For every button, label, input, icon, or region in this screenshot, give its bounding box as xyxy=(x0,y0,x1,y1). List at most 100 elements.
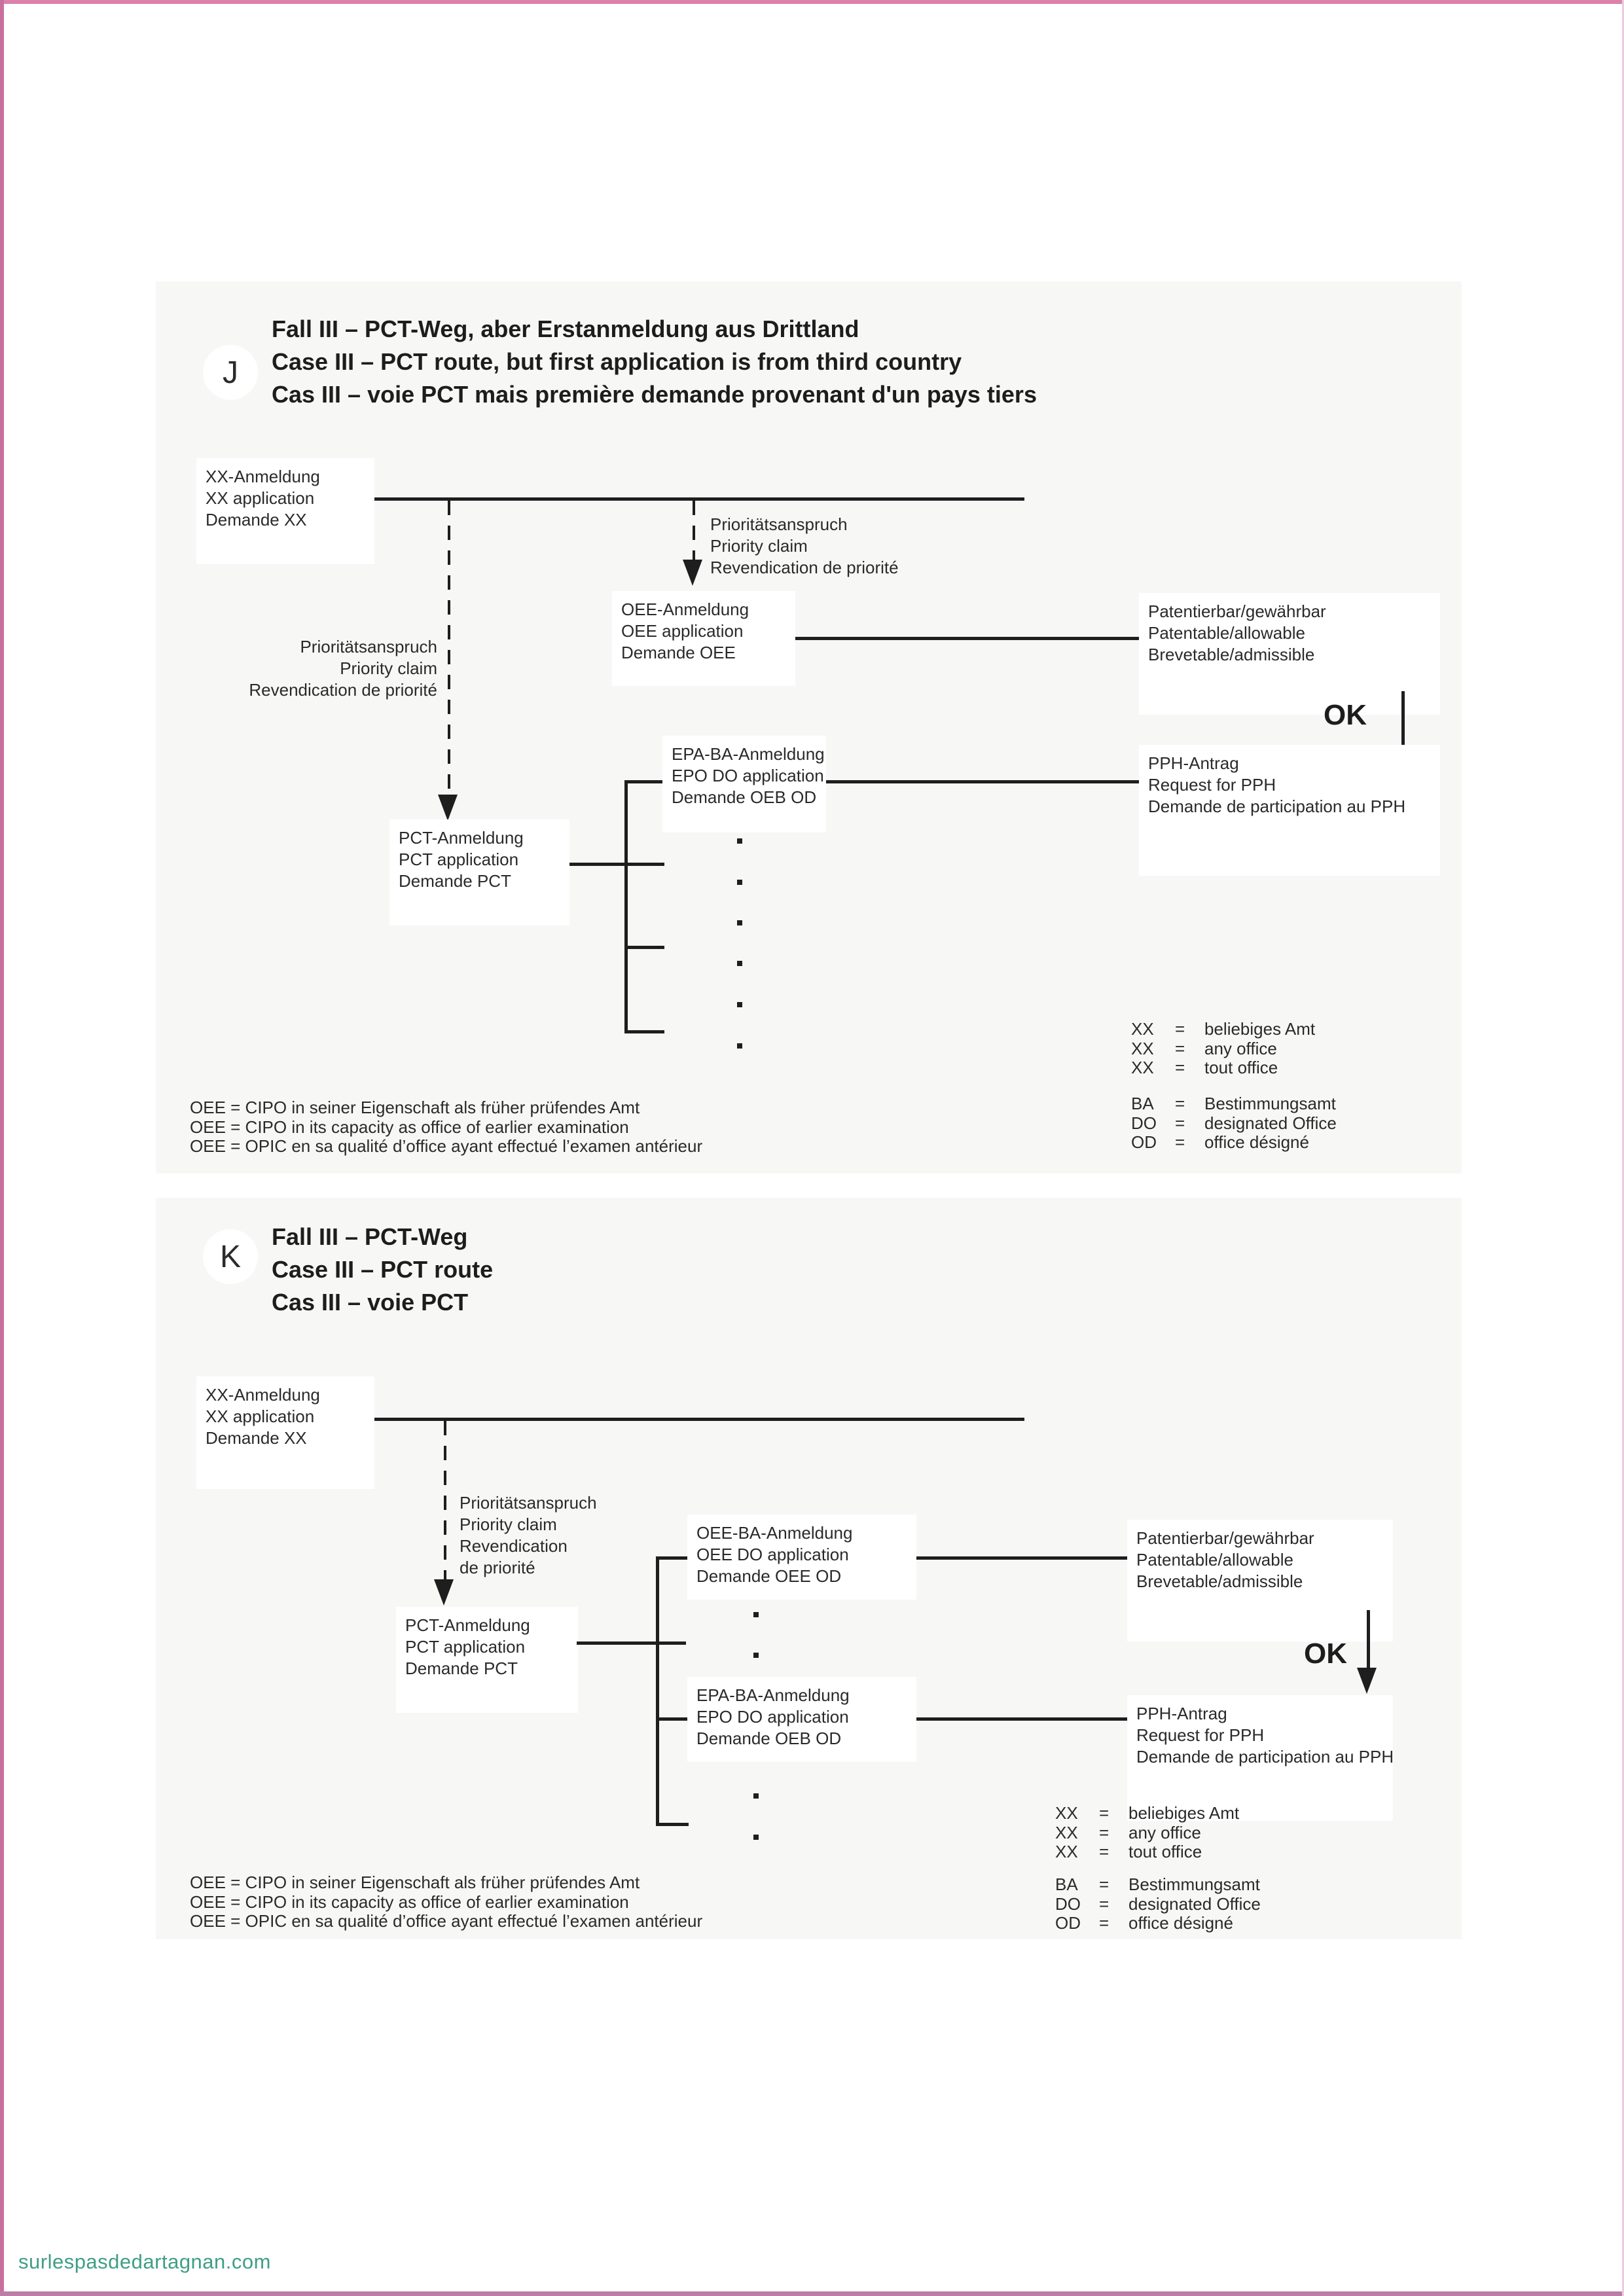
legend-label: any office xyxy=(1128,1822,1201,1842)
label-priority-claim-k: Prioritätsanspruch Priority claim Revend… xyxy=(460,1492,597,1579)
label-line: Priority claim xyxy=(460,1515,557,1534)
ellipsis-dot xyxy=(737,920,742,925)
node-line: XX application xyxy=(206,1407,315,1426)
label-line: Priority claim xyxy=(710,536,808,556)
node-line: EPO DO application xyxy=(672,766,824,785)
legend-eq: = xyxy=(1175,1132,1185,1152)
label-line: Prioritätsanspruch xyxy=(460,1493,597,1513)
label-line: Prioritätsanspruch xyxy=(710,514,848,534)
legend-label: tout office xyxy=(1128,1842,1202,1861)
arrow-down-icon xyxy=(1357,1668,1377,1694)
node-line: OEE DO application xyxy=(696,1545,849,1564)
node-pct-application-k: PCT-Anmeldung PCT application Demande PC… xyxy=(396,1607,578,1713)
line-oee-to-patentable-j xyxy=(795,637,1139,640)
legend-abbr: XX xyxy=(1131,1058,1154,1077)
bracket-stub-top-j xyxy=(624,780,662,783)
legend-label: any office xyxy=(1204,1038,1277,1058)
scan-border-bottom xyxy=(0,2291,1624,2296)
node-line: EPO DO application xyxy=(696,1707,849,1727)
line-epa-to-pph-j xyxy=(826,780,1139,783)
legend-row: DO=designated Office xyxy=(1055,1893,1261,1914)
node-line: EPA-BA-Anmeldung xyxy=(672,744,825,764)
node-line: OEE application xyxy=(621,621,744,641)
legend-row: XX = beliebiges Amt xyxy=(1131,1019,1316,1039)
node-oee-ba-application-k: OEE-BA-Anmeldung OEE DO application Dema… xyxy=(687,1515,916,1600)
legend-designated-k: BA=Bestimmungsamt DO=designated Office O… xyxy=(1055,1874,1261,1933)
node-line: PPH-Antrag xyxy=(1136,1704,1227,1723)
legend-abbr: BA xyxy=(1055,1874,1078,1894)
node-line: PCT-Anmeldung xyxy=(399,828,524,848)
node-oee-application-j: OEE-Anmeldung OEE application Demande OE… xyxy=(612,591,795,686)
footnote-line: OEE = CIPO in its capacity as office of … xyxy=(190,1892,629,1912)
legend-row: XX = tout office xyxy=(1055,1842,1239,1862)
node-line: Patentierbar/gewährbar xyxy=(1136,1528,1314,1548)
bracket-stub-bottom-j xyxy=(624,1030,664,1033)
legend-eq: = xyxy=(1099,1803,1110,1823)
legend-abbr: XX xyxy=(1055,1842,1078,1861)
node-xx-application-k: XX-Anmeldung XX application Demande XX xyxy=(196,1376,374,1489)
node-line: Patentable/allowable xyxy=(1136,1550,1293,1570)
legend-abbr: DO xyxy=(1055,1893,1081,1914)
label-priority-claim-left-j: Prioritätsanspruch Priority claim Revend… xyxy=(236,636,437,701)
legend-designated-j: BA=Bestimmungsamt DO=designated Office O… xyxy=(1131,1094,1337,1153)
node-line: Request for PPH xyxy=(1136,1725,1265,1745)
label-line: de priorité xyxy=(460,1558,535,1577)
footnote-line: OEE = CIPO in seiner Eigenschaft als frü… xyxy=(190,1873,640,1892)
ok-label-j: OK xyxy=(1324,699,1367,731)
node-line: Demande de participation au PPH xyxy=(1148,797,1406,816)
legend-abbr: OD xyxy=(1055,1913,1081,1933)
node-line: PCT-Anmeldung xyxy=(405,1615,530,1635)
footnotes-oee-k: OEE = CIPO in seiner Eigenschaft als frü… xyxy=(190,1873,702,1931)
legend-label: beliebiges Amt xyxy=(1204,1019,1316,1039)
bracket-stub-mid-k xyxy=(656,1717,687,1721)
legend-eq: = xyxy=(1175,1038,1185,1058)
dashed-priority-line-oee-j xyxy=(693,501,695,562)
node-pct-application-j: PCT-Anmeldung PCT application Demande PC… xyxy=(389,819,569,925)
panel-k-title-en: Case III – PCT route xyxy=(272,1256,494,1283)
legend-eq: = xyxy=(1175,1019,1185,1039)
legend-abbr: DO xyxy=(1131,1113,1157,1133)
label-line: Prioritätsanspruch xyxy=(300,637,437,656)
legend-abbr: BA xyxy=(1131,1094,1154,1113)
legend-eq: = xyxy=(1099,1842,1110,1861)
panel-j-title-de: Fall III – PCT-Weg, aber Erstanmeldung a… xyxy=(272,315,859,342)
bracket-line-j xyxy=(624,780,628,1033)
node-line: OEE-BA-Anmeldung xyxy=(696,1523,853,1543)
panel-k-title-de: Fall III – PCT-Weg xyxy=(272,1223,468,1250)
line-pct-to-bracket-j xyxy=(568,863,664,866)
footnote-line: OEE = CIPO in its capacity as office of … xyxy=(190,1117,629,1137)
node-line: PCT application xyxy=(405,1637,526,1657)
node-line: EPA-BA-Anmeldung xyxy=(696,1685,850,1705)
ok-label-k: OK xyxy=(1304,1638,1347,1670)
scan-border-right xyxy=(1622,0,1624,2296)
ellipsis-dot xyxy=(737,1002,742,1007)
panel-j-badge-letter: J xyxy=(223,355,238,390)
watermark: surlespasdedartagnan.com xyxy=(18,2250,271,2273)
panel-k-title: Fall III – PCT-Weg Case III – PCT route … xyxy=(272,1221,493,1319)
label-priority-claim-right-j: Prioritätsanspruch Priority claim Revend… xyxy=(710,514,899,579)
panel-k-title-fr: Cas III – voie PCT xyxy=(272,1289,469,1316)
bracket-stub-top-k xyxy=(656,1556,687,1560)
arrow-down-icon xyxy=(438,795,458,821)
node-line: PPH-Antrag xyxy=(1148,753,1239,773)
legend-abbr: XX xyxy=(1131,1019,1154,1039)
node-line: PCT application xyxy=(399,850,519,869)
node-line: Demande OEB OD xyxy=(672,787,817,807)
node-line: Demande de participation au PPH xyxy=(1136,1747,1394,1767)
node-line: XX-Anmeldung xyxy=(206,467,320,486)
node-patentable-k: Patentierbar/gewährbar Patentable/allowa… xyxy=(1127,1520,1393,1641)
legend-row: XX = any office xyxy=(1131,1039,1315,1059)
label-line: Revendication de priorité xyxy=(710,558,899,577)
footnote-line: OEE = OPIC en sa qualité d’office ayant … xyxy=(190,1911,703,1931)
legend-abbr: XX xyxy=(1131,1038,1154,1058)
legend-label: Bestimmungsamt xyxy=(1128,1874,1260,1894)
dashed-priority-line-pct-j xyxy=(448,501,450,797)
legend-label: designated Office xyxy=(1128,1893,1261,1914)
ok-arrow-line-j xyxy=(1401,691,1405,751)
panel-j-title-fr: Cas III – voie PCT mais première demande… xyxy=(272,381,1037,408)
node-line: Patentierbar/gewährbar xyxy=(1148,601,1326,621)
timeline-j xyxy=(374,497,1024,501)
label-line: Revendication xyxy=(460,1536,568,1556)
node-pph-request-k: PPH-Antrag Request for PPH Demande de pa… xyxy=(1127,1695,1394,1821)
